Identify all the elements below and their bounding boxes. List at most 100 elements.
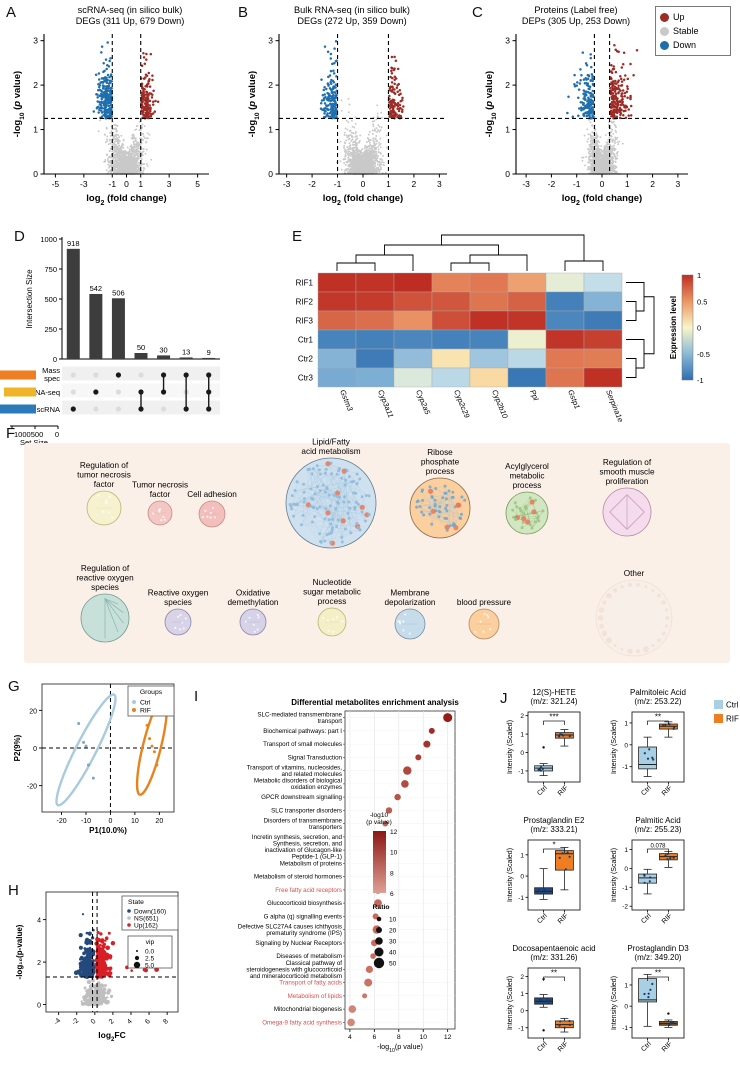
pathway-label: Transport of fatty acids — [279, 980, 342, 987]
bubble-label: Ribose — [427, 448, 453, 457]
metabolite-mz: (m/z: 331.26) — [530, 953, 577, 962]
bubble-label: Tumor necrosis — [132, 480, 188, 489]
heatmap-col-label: Ppl — [528, 388, 541, 402]
svgC-ylabel: -log10 (p value) — [484, 71, 498, 137]
boxplot-point — [544, 892, 546, 894]
panel-i-dotplot: SLC-mediated transmembranetransportBioch… — [190, 705, 500, 1075]
volcano-legend: Up Stable Down — [655, 6, 731, 56]
vip-legend-title: vip — [146, 939, 155, 946]
boxplot-point — [649, 989, 651, 991]
j-group-label: RIF — [661, 912, 674, 925]
heatmap-cell — [394, 311, 432, 330]
heatmap-cell — [432, 368, 470, 387]
significance-label: ** — [655, 713, 661, 722]
metabolite-mz: (m/z: 255.23) — [634, 825, 681, 834]
heatmap-cell — [546, 349, 584, 368]
svg-text:0: 0 — [33, 169, 38, 179]
upset-matrix-dot — [116, 372, 121, 377]
heatmap-cell — [508, 330, 546, 349]
legend-item-stable: Stable — [656, 24, 730, 38]
boxplot-point — [647, 996, 649, 998]
metabolite-mz: (m/z: 253.22) — [634, 697, 681, 706]
upset-bar — [157, 355, 170, 359]
j-ytick: -1 — [518, 768, 524, 775]
j-group-label: Ctrl — [536, 784, 549, 797]
up-dot-icon — [660, 13, 669, 22]
state-legend-item: Down(160) — [134, 908, 166, 915]
heatmap-cell — [318, 311, 356, 330]
j-ytick: 1 — [624, 982, 628, 989]
upset-bar — [67, 249, 80, 359]
j-ytick: 1 — [520, 852, 524, 859]
heatmap-cell — [394, 273, 432, 292]
pathway-label: Signaling by Nuclear Receptors — [255, 940, 342, 947]
boxplot-point — [544, 890, 546, 892]
pathway-bubble — [286, 458, 376, 548]
j-legend-swatch — [714, 714, 723, 723]
bubble-label: Cell adhesion — [187, 490, 237, 499]
upset-matrix-dot — [71, 372, 76, 377]
svg-text:3: 3 — [167, 179, 172, 189]
bubble-label: metabolic — [509, 471, 544, 480]
j-group-label: RIF — [557, 1040, 570, 1053]
j-ylabel: Intensity (Scaled) — [611, 848, 618, 902]
j-ytick: 0 — [624, 866, 628, 873]
svg-text:1: 1 — [33, 125, 38, 135]
boxplot-box — [639, 979, 657, 1002]
heatmap-cell — [356, 330, 394, 349]
heatmap-cell — [432, 311, 470, 330]
boxplot-outlier — [667, 1012, 669, 1014]
h-xlabel: log2FC — [98, 1030, 125, 1043]
metabolite-mz: (m/z: 333.21) — [530, 825, 577, 834]
pca-point-rif — [146, 724, 149, 727]
heatmap-cell — [546, 273, 584, 292]
bubble-label: Regulation of — [80, 461, 129, 470]
svgA-points — [93, 41, 160, 175]
pathway-label: prematurity syndrome (IPS) — [266, 930, 342, 937]
pca-point-ctrl — [92, 777, 95, 780]
bubble-label: sugar metabolic — [303, 587, 361, 596]
boxplot-outlier — [542, 1029, 544, 1031]
pca-xtick: 20 — [155, 818, 163, 825]
heatmap-cell — [318, 273, 356, 292]
significance-label: ** — [655, 969, 661, 978]
pathway-label: Transport of small molecules — [263, 741, 342, 748]
pathway-label: Metabolism of lipids — [288, 993, 342, 1000]
i-color-legend-bar — [373, 831, 386, 893]
boxplot-point — [672, 1022, 674, 1024]
j-ylabel: Intensity (Scaled) — [507, 976, 514, 1030]
j-ytick: -1 — [518, 1025, 524, 1032]
i-color-legend-title: (p value) — [366, 819, 392, 826]
heatmap-cell — [394, 292, 432, 311]
down-dot-icon — [660, 41, 669, 50]
enrichment-dot — [362, 993, 367, 998]
boxplot-point — [669, 723, 671, 725]
upset-bar — [180, 357, 193, 359]
i-size-legend-item: 40 — [389, 950, 397, 957]
pathway-bubble — [410, 478, 470, 538]
i-xtick: 4 — [348, 1034, 352, 1041]
j-ytick: 1 — [520, 991, 524, 998]
bubble-label: process — [318, 597, 347, 606]
pathway-bubble — [596, 580, 672, 656]
boxplot-point — [648, 993, 650, 995]
j-ylabel: Intensity (Scaled) — [507, 720, 514, 774]
heatmap-cell — [546, 311, 584, 330]
i-xtick: 8 — [397, 1034, 401, 1041]
pathway-label: oxidation enzymes — [291, 784, 342, 791]
i-color-legend-tick: 8 — [390, 870, 394, 877]
pathway-label: transport — [318, 718, 343, 725]
j-group-label: RIF — [557, 784, 570, 797]
bubble-label: proliferation — [606, 477, 649, 486]
upset-matrix-dot — [93, 372, 98, 377]
i-size-legend-item: 10 — [389, 917, 397, 924]
upset-bar-value: 13 — [182, 347, 190, 356]
heatmap-col-label: Cyp2b10 — [490, 388, 510, 420]
svg-text:0: 0 — [361, 179, 366, 189]
boxplot-point — [667, 853, 669, 855]
upset-bar-value: 506 — [112, 288, 125, 297]
pca-point-ctrl — [87, 763, 90, 766]
pathway-label: Glucocorticoid biosynthesis — [267, 900, 342, 907]
i-size-legend-item: 30 — [389, 939, 397, 946]
